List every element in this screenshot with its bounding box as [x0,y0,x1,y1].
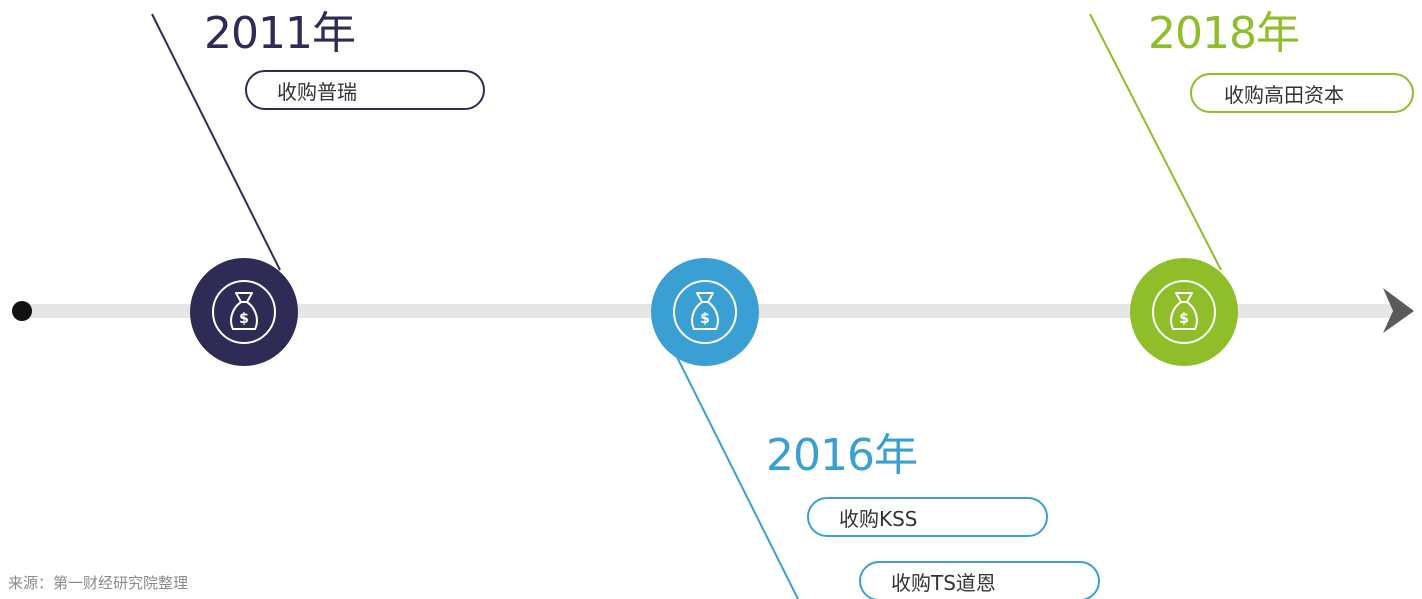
timeline-arrow-icon [1383,288,1414,333]
money-bag-icon: $ [1152,280,1216,344]
node-2011: $ [190,258,298,366]
acquisition-pill-2016-a: 收购KSS [807,497,1048,537]
timeline-start-dot [12,301,32,321]
source-note: 来源：第一财经研究院整理 [8,574,189,592]
node-2018: $ [1130,258,1238,366]
svg-text:$: $ [700,311,710,327]
year-label-2018: 2018年 [1148,8,1300,59]
acquisition-label: 收购普瑞 [277,79,357,104]
node-2016: $ [651,258,759,366]
connector-line-2016 [675,354,799,599]
year-label-2011: 2011年 [204,8,356,59]
svg-text:$: $ [239,311,249,327]
acquisition-pill-2011-a: 收购普瑞 [245,70,485,110]
svg-text:$: $ [1179,311,1189,327]
acquisition-label: 收购KSS [839,506,918,531]
connector-line-2011 [151,13,281,271]
money-bag-icon: $ [212,280,276,344]
connector-line-2018 [1089,13,1222,271]
money-bag-icon: $ [673,280,737,344]
acquisition-pill-2016-b: 收购TS道恩 [859,561,1100,599]
acquisition-pill-2018-a: 收购高田资本 [1190,73,1414,113]
acquisition-label: 收购高田资本 [1224,82,1344,107]
acquisition-label: 收购TS道恩 [891,570,996,595]
year-label-2016: 2016年 [766,430,918,481]
